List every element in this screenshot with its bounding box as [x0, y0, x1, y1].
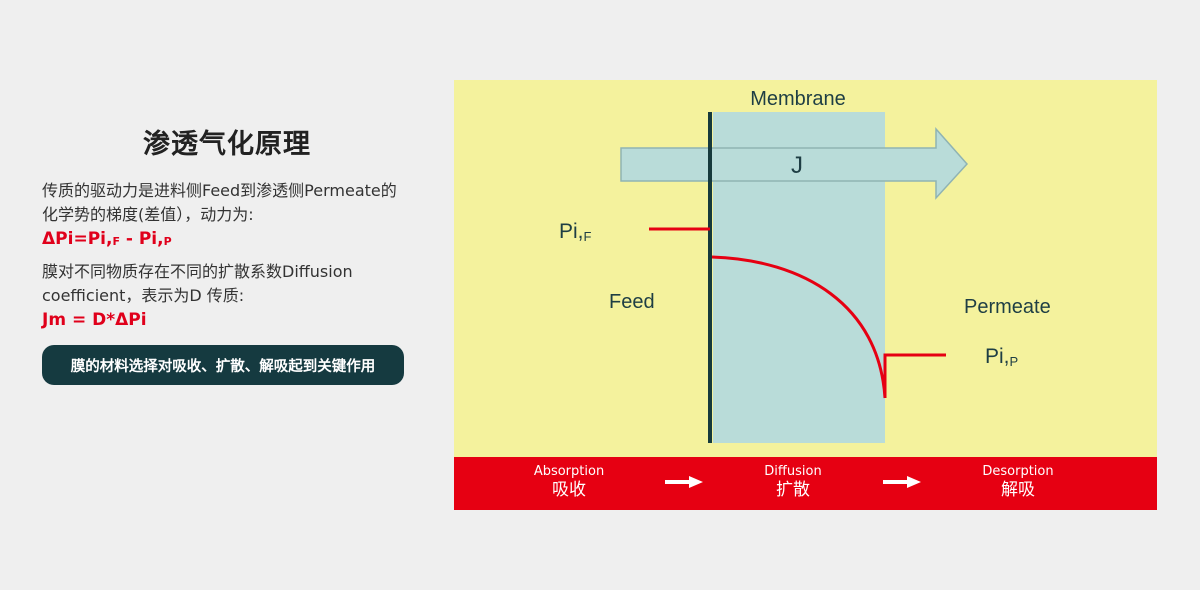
- flux-arrow: [620, 127, 969, 200]
- stage-arrow-icon: [883, 476, 921, 488]
- diffusion-description: 膜对不同物质存在不同的扩散系数Diffusion coefficient，表示为…: [42, 262, 353, 305]
- pervaporation-diagram: Membrane J Pi,F Pi,P Feed Permeate Absor…: [454, 80, 1157, 510]
- stage-diffusion: Diffusion 扩散: [764, 464, 822, 500]
- pi-permeate-label: Pi,P: [985, 345, 1018, 369]
- pi-feed-label: Pi,F: [559, 220, 592, 244]
- page-title: 渗透气化原理: [143, 129, 311, 160]
- driving-force-description: 传质的驱动力是进料侧Feed到渗透侧Permeate的化学势的梯度(差值），动力…: [42, 181, 397, 224]
- permeate-label: Permeate: [964, 296, 1051, 318]
- process-stage-bar: Absorption 吸收 Diffusion 扩散 Desorption 解吸: [454, 457, 1157, 510]
- key-point-badge: 膜的材料选择对吸收、扩散、解吸起到关键作用: [42, 345, 404, 385]
- flux-label: J: [791, 152, 803, 179]
- pressure-gradient-curve: [711, 255, 887, 399]
- diagram-canvas: Membrane J Pi,F Pi,P Feed Permeate: [454, 80, 1157, 457]
- driving-force-formula: ΔPi=Pi,F - Pi,P: [42, 229, 172, 249]
- feed-label: Feed: [609, 291, 655, 313]
- left-panel: 渗透气化原理 传质的驱动力是进料侧Feed到渗透侧Permeate的化学势的梯度…: [42, 122, 412, 385]
- stage-arrow-icon: [665, 476, 703, 488]
- flux-formula: Jm = D*ΔPi: [42, 310, 147, 330]
- stage-absorption: Absorption 吸收: [533, 464, 605, 500]
- permeate-pressure-line: [883, 353, 946, 398]
- stage-desorption: Desorption 解吸: [982, 464, 1054, 500]
- membrane-label: Membrane: [750, 88, 846, 110]
